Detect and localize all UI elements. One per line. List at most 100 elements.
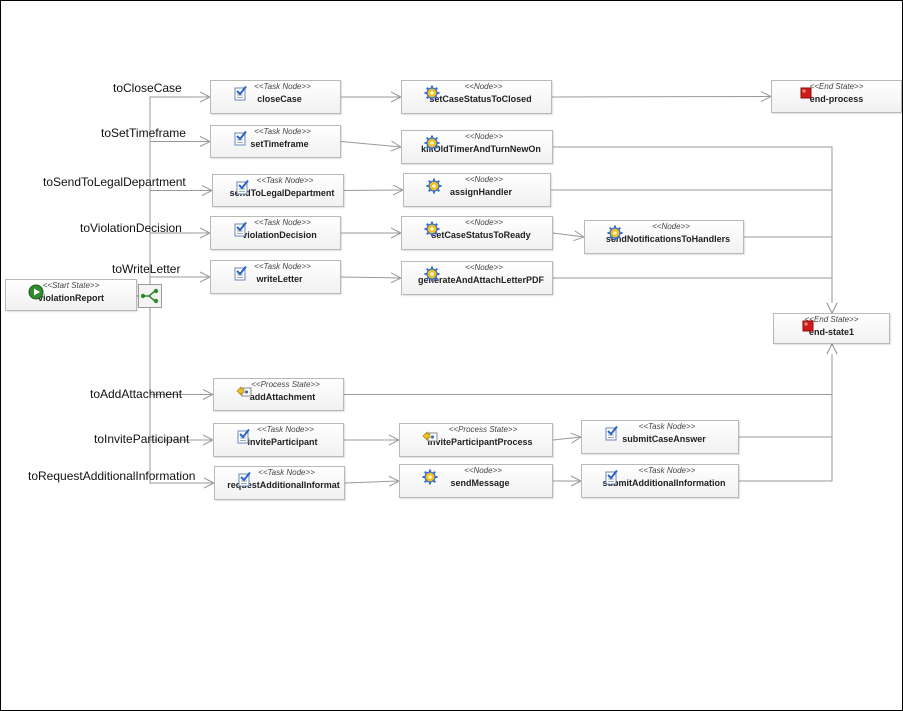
edge-inviteParticipantProcess-to-submitCaseAnswer[interactable]: [552, 436, 582, 441]
edge-generateAndAttachLetterPDF-to-end-state1[interactable]: [553, 277, 833, 313]
node-stereotype: <<End State>>: [809, 82, 864, 91]
edge-fork-to-writeLetter[interactable]: [149, 276, 210, 284]
gear-icon: [424, 221, 440, 237]
node-stereotype: <<Task Node>>: [254, 127, 311, 136]
edge-fork-to-requestAdditionalInformation[interactable]: [149, 284, 214, 484]
fork-node[interactable]: [138, 284, 162, 308]
end-icon: [802, 320, 814, 332]
node-inviteParticipant[interactable]: <<Task Node>> inviteParticipant: [213, 423, 344, 457]
node-stereotype: <<End State>>: [804, 315, 859, 324]
edge-sendToLegalDepartment-to-assignHandler[interactable]: [343, 189, 404, 191]
node-label: sendMessage: [450, 478, 510, 488]
edge-requestAdditionalInformation-to-sendMessage[interactable]: [344, 480, 400, 484]
arrowhead: [826, 302, 838, 315]
task-icon: [234, 85, 247, 101]
node-inviteParticipantProcess[interactable]: <<Process State>> inviteParticipantProces…: [399, 423, 553, 457]
task-icon: [234, 130, 247, 146]
task-icon: [605, 469, 618, 485]
fork-icon: [140, 288, 159, 304]
node-label: assignHandler: [449, 187, 513, 197]
node-writeLetter[interactable]: <<Task Node>> writeLetter: [210, 260, 341, 294]
node-stereotype: <<Task Node>>: [257, 425, 314, 434]
node-addAttachment[interactable]: <<Process State>>addAttachment: [213, 378, 344, 411]
node-sendMessage[interactable]: <<Node>> sendMessage: [399, 464, 553, 498]
node-stereotype: <<Node>>: [465, 218, 503, 227]
edge-setCaseStatusToClosed-to-end-process[interactable]: [551, 96, 772, 98]
node-label: requestAdditionalInformat: [227, 480, 340, 490]
edge-setCaseStatusToReady-to-sendNotificationsToHandlers[interactable]: [552, 232, 585, 238]
gear-icon: [424, 135, 440, 151]
node-label: setCaseStatusToReady: [431, 230, 531, 240]
node-setCaseStatusToClosed[interactable]: <<Node>>setCaseStatusToClosed: [401, 80, 552, 114]
transition-label-toSetTimeframe[interactable]: toSetTimeframe: [101, 126, 186, 140]
node-violationDecision[interactable]: <<Task Node>>violationDecision: [210, 216, 341, 250]
node-stereotype: <<Process State>>: [448, 425, 518, 434]
transition-label-toCloseCase[interactable]: toCloseCase: [113, 81, 182, 95]
node-stereotype: <<Task Node>>: [254, 262, 311, 271]
node-generateAndAttachLetterPDF[interactable]: <<Node>>generateAndAttachLetterPDF: [401, 261, 553, 295]
node-stereotype: <<Task Node>>: [258, 468, 315, 477]
transition-label-toAddAttachment[interactable]: toAddAttachment: [90, 387, 183, 401]
node-label: inviteParticipantProcess: [427, 437, 533, 447]
node-setCaseStatusToReady[interactable]: <<Node>> setCaseStatusToReady: [401, 216, 553, 250]
node-stereotype: <<Start State>>: [42, 281, 100, 290]
node-label: setTimeframe: [250, 139, 309, 149]
edge-fork-to-violationDecision[interactable]: [149, 232, 210, 284]
node-stereotype: <<Node>>: [464, 466, 502, 475]
edge-submitCaseAnswer-to-end-state1[interactable]: [739, 344, 833, 438]
node-stereotype: <<Task Node>>: [254, 82, 311, 91]
edge-submitAdditionalInformation-to-end-state1[interactable]: [739, 344, 833, 482]
gear-icon: [422, 469, 438, 485]
node-stereotype: <<Node>>: [465, 175, 503, 184]
node-requestAdditionalInformation[interactable]: <<Task Node>> requestAdditionalInformat: [214, 466, 345, 500]
transition-label-toInviteParticipant[interactable]: toInviteParticipant: [94, 432, 190, 446]
node-closeCase[interactable]: <<Task Node>> closeCase: [210, 80, 341, 114]
node-stereotype: <<Task Node>>: [256, 176, 314, 185]
edge-setTimeframe-to-killOldTimerAndTurnNewOn[interactable]: [340, 141, 402, 148]
node-stereotype: <<Node>>: [465, 132, 503, 141]
node-end-state1[interactable]: <<End State>>end-state1: [773, 313, 890, 344]
gear-icon: [426, 178, 442, 194]
node-end-process[interactable]: <<End State>>end-process: [771, 80, 902, 113]
node-violationReport[interactable]: <<Start State>> violationReport: [5, 279, 137, 311]
task-icon: [238, 471, 251, 487]
node-stereotype: <<Node>>: [652, 222, 690, 231]
edge-writeLetter-to-generateAndAttachLetterPDF[interactable]: [340, 276, 402, 279]
edge-addAttachment-to-end-state1[interactable]: [344, 344, 833, 395]
node-assignHandler[interactable]: <<Node>> assignHandler: [403, 173, 551, 207]
node-submitCaseAnswer[interactable]: <<Task Node>> submitCaseAnswer: [581, 420, 739, 454]
node-setTimeframe[interactable]: <<Task Node>> setTimeframe: [210, 125, 341, 158]
node-stereotype: <<Node>>: [464, 82, 503, 91]
node-label: violationDecision: [242, 230, 317, 240]
arrowhead: [826, 342, 838, 355]
node-sendToLegalDepartment[interactable]: <<Task Node>>sendToLegalDepartment: [212, 174, 344, 207]
node-label: sendNotificationsToHandlers: [605, 234, 731, 244]
edge-sendNotificationsToHandlers-to-end-state1[interactable]: [744, 236, 833, 313]
transition-label-toSendToLegalDepartment[interactable]: toSendToLegalDepartment: [43, 175, 186, 189]
node-label: violationReport: [37, 293, 104, 303]
gear-icon: [424, 85, 440, 101]
task-icon: [236, 179, 249, 195]
node-killOldTimerAndTurnNewOn[interactable]: <<Node>> killOldTimerAndTurnNewOn: [401, 130, 553, 164]
task-icon: [605, 425, 618, 441]
gear-icon: [607, 225, 623, 241]
node-sendNotificationsToHandlers[interactable]: <<Node>> sendNotificationsToHandlers: [584, 220, 744, 254]
node-stereotype: <<Task Node>>: [638, 422, 696, 431]
node-label: killOldTimerAndTurnNewOn: [421, 144, 541, 154]
node-label: closeCase: [257, 94, 302, 104]
task-icon: [234, 221, 247, 237]
process-icon: [422, 431, 438, 442]
transition-label-toRequestAdditionalInformation[interactable]: toRequestAdditionalInformation: [28, 469, 196, 483]
node-submitAdditionalInformation[interactable]: <<Task Node>>submitAdditionalInformation: [581, 464, 739, 498]
task-icon: [237, 428, 250, 444]
node-label: writeLetter: [256, 274, 303, 284]
node-label: submitCaseAnswer: [622, 434, 706, 444]
node-label: submitAdditionalInformation: [602, 478, 726, 488]
end-icon: [800, 87, 812, 99]
transition-label-toViolationDecision[interactable]: toViolationDecision: [80, 221, 182, 235]
node-label: inviteParticipant: [247, 437, 318, 447]
node-stereotype: <<Node>>: [465, 263, 503, 272]
transition-label-toWriteLetter[interactable]: toWriteLetter: [112, 262, 181, 276]
